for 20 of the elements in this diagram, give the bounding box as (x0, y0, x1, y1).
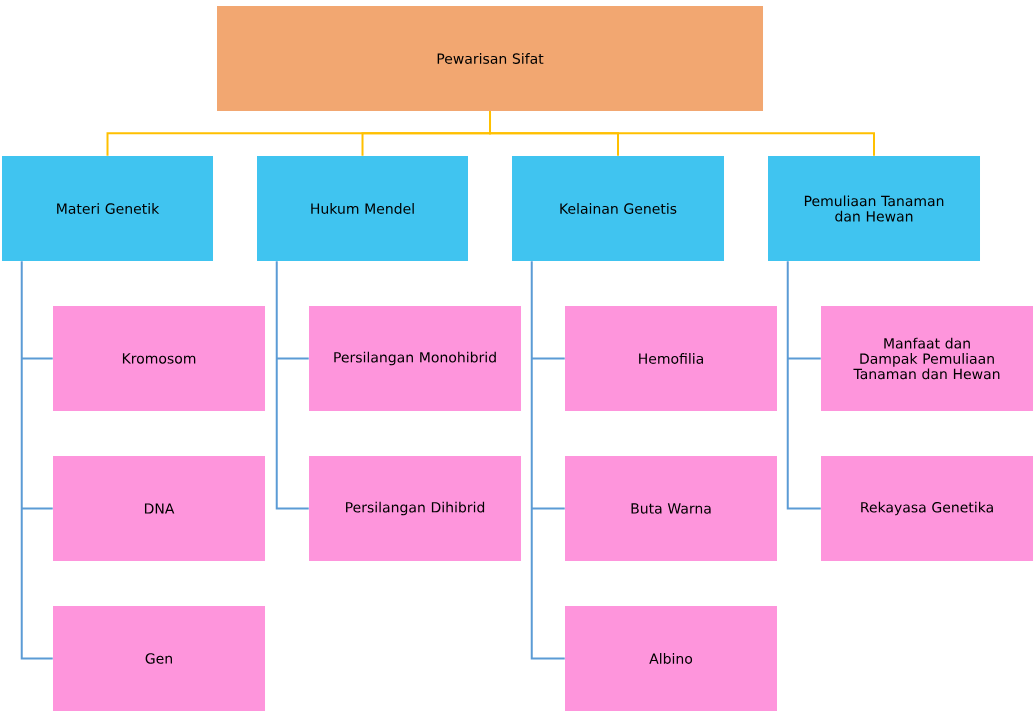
tree-connector (275, 260, 310, 510)
topic-box: Kromosom (53, 306, 265, 411)
tree-connector (20, 260, 54, 660)
topic-box: Gen (53, 606, 265, 711)
topic-box: Albino (565, 606, 777, 711)
connector-line (489, 110, 875, 157)
topic-box: Buta Warna (565, 456, 777, 561)
topic-box: Persilangan Monohibrid (309, 306, 521, 411)
category-box: Kelainan Genetis (512, 156, 724, 261)
topic-box: DNA (53, 456, 265, 561)
tree-connector (786, 260, 822, 510)
topic-box: Persilangan Dihibrid (309, 456, 521, 561)
title-box: Pewarisan Sifat (217, 6, 763, 111)
topic-box: Hemofilia (565, 306, 777, 411)
topic-box: Rekayasa Genetika (821, 456, 1033, 561)
category-box: Pemuliaan Tanaman dan Hewan (768, 156, 980, 261)
category-box: Hukum Mendel (257, 156, 468, 261)
topic-box: Manfaat dan Dampak Pemuliaan Tanaman dan Hewan (821, 306, 1033, 411)
category-box: Materi Genetik (2, 156, 213, 261)
tree-connector (530, 260, 566, 660)
